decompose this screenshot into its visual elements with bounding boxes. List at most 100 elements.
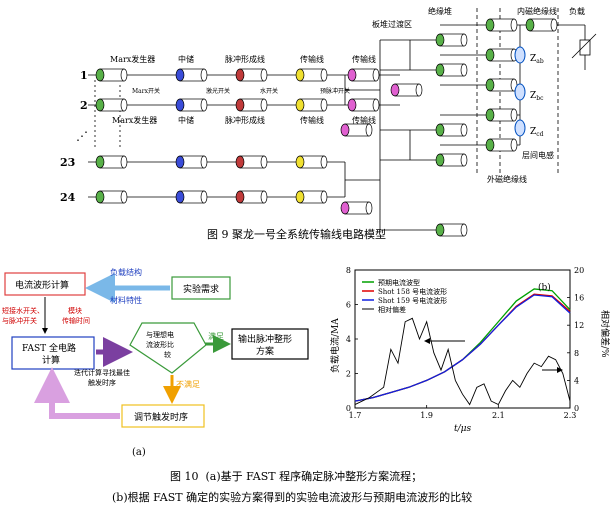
xlabel: t/μs [454,424,471,434]
fig9-inductors [514,46,526,137]
cylinder-r1-c4 [347,98,380,112]
cylinder-stack-4 [435,223,468,237]
cylinder-r2-c2 [235,155,268,169]
label-marx-2: Marx发生器 [112,115,157,125]
label-prepulse-switch: 预脉冲开关 [320,87,350,95]
fast-box [11,336,95,370]
fast-line1: FAST 全电路 [22,342,76,354]
cylinder-r2-c3 [295,155,328,169]
y-tick-label: 6 [346,301,351,310]
fig10-caption-line2: (b)根据 FAST 确定的实验方案得到的实验电流波形与预期电流波形的比较 [112,491,473,504]
cylinder-r3-c2 [235,190,268,204]
legend: 预期电流波型 Shot 158 号电流波形 Shot 159 号电流波形 相对偏… [362,278,447,314]
left-red-line1: 短接水开关、 [2,306,44,315]
panel-b-label: (b) [538,282,551,293]
left-red-line2: 与脉冲开关 [2,316,37,325]
y2-tick-label: 16 [574,294,584,303]
label-tl-2: 传输线 [352,54,376,64]
row-label-23: 23 [60,156,75,169]
cylinder-r1-c1 [175,98,208,112]
x-tick-label: 1.9 [420,411,433,420]
cylinder-r3-c1 [175,190,208,204]
series-lines [354,288,571,406]
legend-expected: 预期电流波型 [378,278,420,287]
cylinder-stack-0 [435,33,468,47]
label-interlayer: 层间电感 [522,150,554,160]
label-storage-2: 中储 [178,115,194,125]
label-marx-switch: Marx开关 [132,87,160,95]
cylinder-outer-0 [485,18,518,32]
cylinder-r0-c2 [235,68,268,82]
cylinder-transition-1 [390,83,423,97]
iterate-line1: 迭代计算寻找最佳 [74,368,130,377]
label-marx-1: Marx发生器 [110,54,155,64]
label-load: 负载 [569,6,585,16]
label-z-cd: Zcd [530,127,544,138]
label-outer-mitl: 外磁绝缘线 [487,174,527,184]
series-line-3 [354,317,571,406]
y-tick-label: 2 [346,370,351,379]
x-tick-label: 2.3 [564,411,577,420]
label-tl-4: 传输线 [352,115,376,125]
y-tick-label: 8 [346,266,351,275]
mid-red-line2: 传输时间 [62,316,90,325]
label-tl-3: 传输线 [300,115,324,125]
cylinder-transition-3 [340,201,373,215]
legend-shot159: Shot 159 号电流波形 [378,296,447,305]
fig9-circuit-diagram: 1 2 23 24 Marx发生器 中储 脉冲形成线 传输线 传输线 Marx开… [60,6,597,237]
not-satisfy-label: 不满足 [176,379,200,389]
series-line-2 [354,294,571,402]
row-label-1: 1 [80,69,88,82]
label-z-ab: Zab [530,54,544,65]
fig9-transmission-line-cylinders [95,18,558,237]
calc-box-label: 电流波形计算 [15,279,69,291]
compare-line2: 流波形比 [146,340,174,349]
legend-deviation: 相对偏差 [378,305,406,314]
label-tl-1: 传输线 [300,54,324,64]
cylinder-r1-c2 [235,98,268,112]
y2-tick-label: 12 [574,321,584,330]
cylinder-outer-3 [485,108,518,122]
fig10-caption-line1: 图 10 (a)基于 FAST 程序确定脉冲整形方案流程； [170,470,423,483]
output-box [231,328,309,360]
adjust-label: 调节触发时序 [134,411,188,423]
cylinder-r3-c3 [295,190,328,204]
material-label: 材料特性 [110,295,142,305]
ylabel-left: 负载电流/MA [329,318,341,373]
cylinder-outer-1 [485,48,518,62]
y2-tick-label: 0 [574,404,579,413]
cylinder-r0-c4 [347,68,380,82]
panel-a-label: (a) [132,447,146,458]
cylinder-stack-3 [435,153,468,167]
label-transition: 板堆过渡区 [372,19,412,29]
cylinder-r2-c0 [95,155,128,169]
exp-box-label: 实验需求 [183,283,219,295]
compare-line1: 与理想电 [146,330,174,339]
cylinder-r0-c1 [175,68,208,82]
label-water-switch: 水开关 [260,87,278,95]
cylinder-r0-c0 [95,68,128,82]
cylinder-r1-c3 [295,98,328,112]
mid-red-line1: 模块 [68,306,82,315]
label-storage-1: 中储 [178,54,194,64]
cylinder-r0-c3 [295,68,328,82]
x-tick-label: 2.1 [492,411,505,420]
cylinder-stack-2 [435,123,468,137]
cylinder-r2-c1 [175,155,208,169]
cylinder-stack-1 [435,63,468,77]
load-structure-label: 负载结构 [110,267,142,277]
legend-shot158: Shot 158 号电流波形 [378,287,447,296]
label-insulation-stack: 绝缘堆 [428,6,452,16]
label-z-bc: Zbc [530,91,544,102]
exp-box [171,276,231,300]
cylinder-r3-c0 [95,190,128,204]
cylinder-outer-4 [485,138,518,152]
compare-line3: 较 [164,350,171,359]
fig9-lines [88,8,597,231]
cylinder-r1-c0 [95,98,128,112]
ellipsis-dots: ⋰ [76,129,88,143]
ylabel-right: 相对偏差/% [599,310,610,358]
fig10a-flowchart: 电流波形计算 实验需求 负载结构 材料特性 短接水开关、 与脉冲开关 模块 传输… [2,267,309,458]
y-tick-label: 4 [346,335,351,344]
